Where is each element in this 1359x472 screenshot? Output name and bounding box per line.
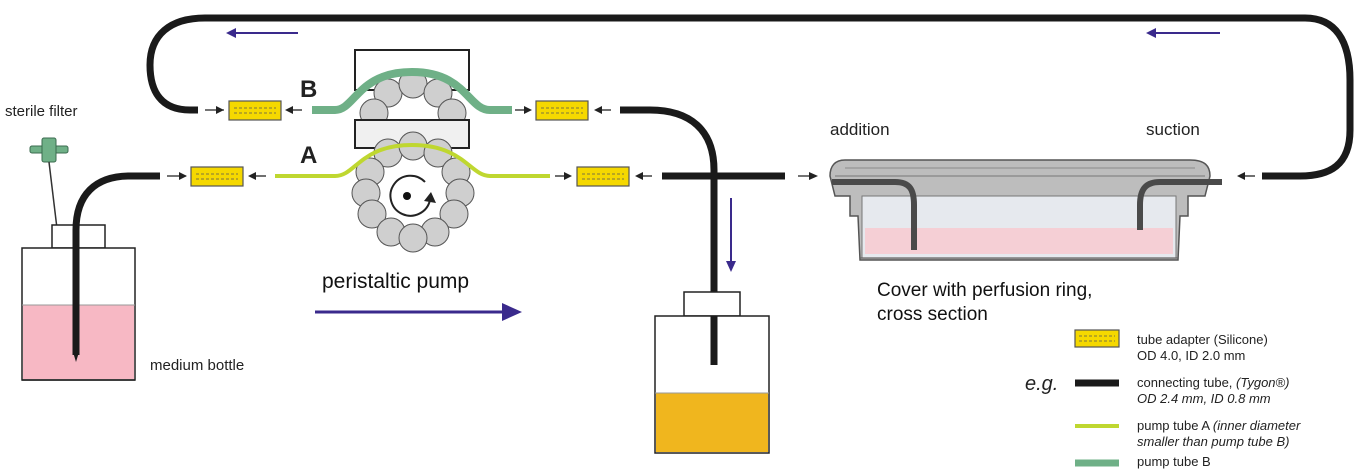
- legend-connecting-line1: connecting tube, (Tygon®): [1137, 375, 1289, 391]
- medium-intake-tube: [72, 172, 160, 355]
- pump-tube-a: [275, 142, 550, 178]
- waste-bottle: [654, 291, 770, 454]
- legend-eg: e.g.: [1025, 373, 1059, 395]
- suction-label: suction: [1146, 120, 1200, 139]
- sterile-filter-label: sterile filter: [5, 103, 78, 120]
- legend-connecting-text: connecting tube,: [1137, 375, 1237, 390]
- legend-connecting-brand: (Tygon®): [1236, 375, 1290, 390]
- legend-connecting-line2: OD 2.4 mm, ID 0.8 mm: [1137, 391, 1271, 406]
- pump-head-a: [351, 131, 475, 253]
- legend-pump-a-line2: smaller than pump tube B): [1137, 434, 1290, 449]
- peristaltic-pump-label: peristaltic pump: [322, 270, 470, 293]
- legend-pump-a-line1: pump tube A (inner diameter: [1137, 418, 1300, 434]
- addition-label: addition: [830, 120, 890, 139]
- legend-adapter-line2: OD 4.0, ID 2.0 mm: [1137, 348, 1246, 363]
- tube-adapter-b-right: [515, 100, 611, 121]
- legend-adapter-swatch: [1074, 329, 1120, 348]
- addition-tube: [832, 179, 917, 250]
- legend-pump-a-text: pump tube A: [1137, 418, 1213, 433]
- perfusion-cover: [829, 159, 1211, 261]
- tube-adapter-b-left: [205, 100, 302, 121]
- tube-adapter-a-left: [167, 166, 266, 187]
- legend-adapter-line1: tube adapter (Silicone): [1137, 332, 1268, 347]
- legend-pump-b-line1: pump tube B: [1137, 454, 1211, 469]
- cover-label-line1: Cover with perfusion ring,: [877, 280, 1093, 301]
- legend-pump-a-note: (inner diameter: [1212, 418, 1301, 433]
- medium-bottle-label: medium bottle: [150, 357, 245, 374]
- tube-adapter-a-right: [555, 166, 652, 187]
- pump-tube-b: [312, 67, 512, 114]
- cover-label-line2: cross section: [877, 304, 988, 325]
- waste-tube: [620, 106, 718, 365]
- pump-b-letter: B: [300, 76, 318, 103]
- return-loop-tube: [146, 14, 1354, 180]
- pump-a-letter: A: [300, 142, 318, 169]
- suction-tube: [1137, 179, 1222, 230]
